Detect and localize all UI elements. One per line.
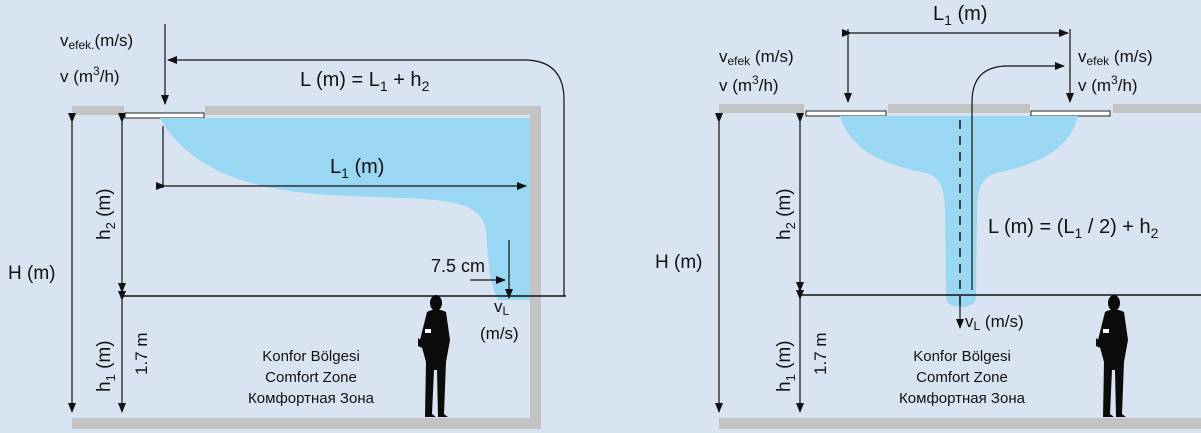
left-height-17: 1.7 m	[132, 332, 151, 375]
right-ceiling-right	[1113, 104, 1201, 113]
left-L1-label: L1 (m)	[330, 156, 384, 181]
right-flow-right-label: v (m3/h)	[1078, 73, 1138, 95]
right-L-formula: L (m) = (L1 / 2) + h2	[988, 216, 1159, 241]
left-offset-label: 7.5 cm	[431, 256, 485, 276]
left-floor	[72, 418, 541, 429]
left-diffuser	[124, 112, 205, 119]
right-H-label: H (m)	[655, 252, 702, 273]
right-ceiling-middle	[888, 104, 1030, 113]
left-zone-ru: Комфортная Зона	[248, 390, 375, 407]
left-ceiling-right	[205, 106, 541, 115]
right-h2-label: h2 (m)	[774, 188, 798, 240]
left-h2-label: h2 (m)	[94, 188, 118, 240]
right-diagram: L1 (m) vefek (m/s) v (m3/h) vefek (m/s) …	[655, 3, 1201, 429]
right-L-path-arrow	[971, 62, 1065, 290]
left-H-label: H (m)	[8, 263, 55, 284]
right-floor	[719, 418, 1201, 429]
right-L1-label: L1 (m)	[933, 3, 987, 28]
right-height-17: 1.7 m	[811, 332, 830, 375]
right-zone-ru: Комфортная Зона	[899, 390, 1026, 407]
right-ceiling-left	[719, 104, 804, 113]
left-vL-label: vL	[494, 297, 510, 318]
left-diagram: vefek.(m/s) v (m3/h) L (m) = L1 + h2 L1 …	[8, 24, 566, 429]
left-vL-unit: (m/s)	[480, 324, 519, 343]
right-diffuser-right	[1030, 110, 1111, 117]
left-h1-label: h1 (m)	[94, 340, 118, 392]
right-vL-label: vL (m/s)	[965, 312, 1024, 333]
left-right-wall	[530, 106, 541, 428]
left-zone-tr: Konfor Bölgesi	[262, 348, 360, 365]
right-diffuser-left	[805, 110, 887, 117]
right-flow-left-label: v (m3/h)	[719, 73, 779, 95]
right-vefek-right-label: vefek (m/s)	[1078, 47, 1153, 68]
left-vefek-label: vefek.(m/s)	[60, 31, 133, 52]
left-L-path-arrow	[167, 56, 565, 296]
left-ceiling-left	[72, 106, 124, 115]
right-zone-en: Comfort Zone	[916, 369, 1008, 386]
right-person-icon	[1096, 295, 1128, 417]
left-zone-en: Comfort Zone	[265, 369, 357, 386]
right-h1-label: h1 (m)	[774, 340, 798, 392]
right-zone-tr: Konfor Bölgesi	[913, 348, 1011, 365]
left-person-icon	[418, 295, 450, 417]
right-air-jet	[840, 116, 1078, 307]
left-flow-label: v (m3/h)	[60, 64, 120, 86]
right-vefek-left-label: vefek (m/s)	[719, 47, 794, 68]
left-L-formula: L (m) = L1 + h2	[300, 69, 430, 94]
left-air-jet	[160, 118, 530, 300]
